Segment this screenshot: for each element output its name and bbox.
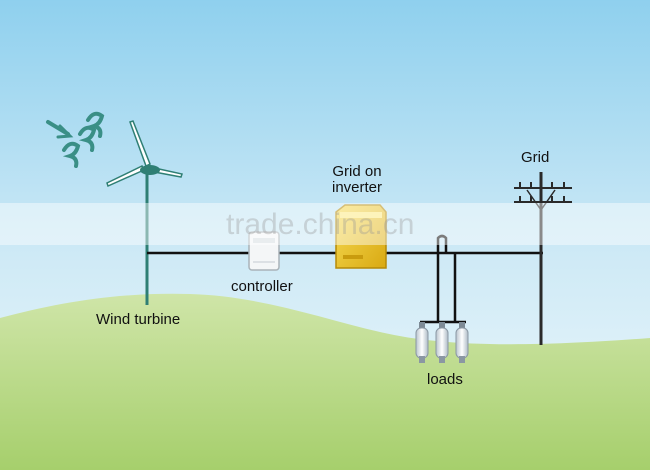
watermark-band [0,203,650,245]
wind-gust-icon [46,111,105,168]
grid-label: Grid [521,149,550,166]
watermark: trade.china.cn [226,208,415,241]
wind-turbine-icon [106,120,183,305]
light-bulb-icon [415,322,429,363]
inverter-box-icon [335,204,387,269]
light-bulb-icon [455,322,469,363]
inverter-label-line1: Grid on [332,163,382,180]
loads-label: loads [427,371,463,388]
inverter-label-line2: inverter [331,179,383,196]
controller-label: controller [231,278,293,295]
light-bulb-icon [435,322,449,363]
wind-turbine-label: Wind turbine [96,311,181,328]
grass-hill [0,293,650,470]
utility-pole-icon [514,172,572,345]
controller-box-icon [248,231,280,271]
